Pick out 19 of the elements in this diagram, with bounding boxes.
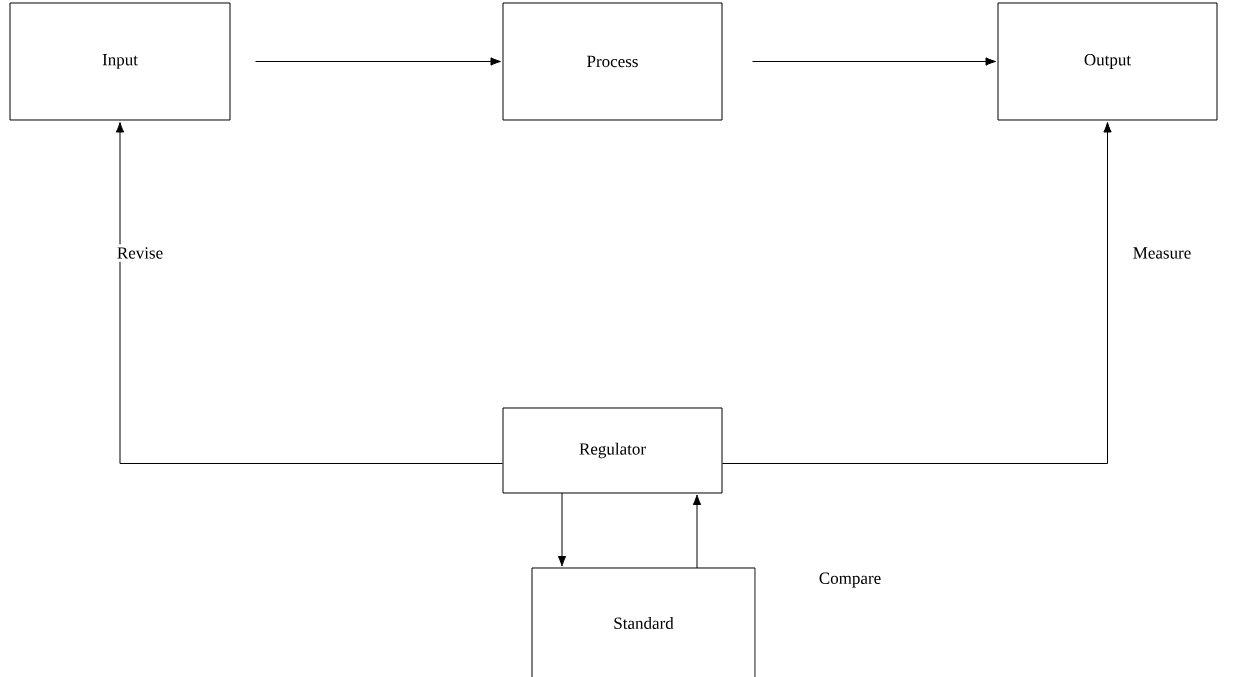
arrow — [557, 492, 567, 567]
edge-label: Revise — [113, 244, 167, 262]
box-label: Output — [1084, 54, 1131, 69]
box-label: Regulator — [579, 442, 646, 459]
box-label: Input — [102, 54, 138, 69]
process-box — [9, 2, 231, 121]
arrow — [115, 122, 503, 464]
process-box — [502, 2, 723, 121]
annotation-label: Compare — [819, 572, 881, 588]
box-label: Standard — [614, 617, 674, 629]
arrow — [752, 57, 996, 66]
arrow — [722, 122, 1112, 464]
box-label: Process — [587, 55, 638, 68]
process-box — [997, 2, 1218, 121]
process-box — [531, 567, 756, 677]
edge-label: Measure — [1129, 244, 1195, 262]
arrow — [255, 57, 501, 66]
process-box — [502, 407, 723, 494]
arrow — [692, 494, 702, 569]
